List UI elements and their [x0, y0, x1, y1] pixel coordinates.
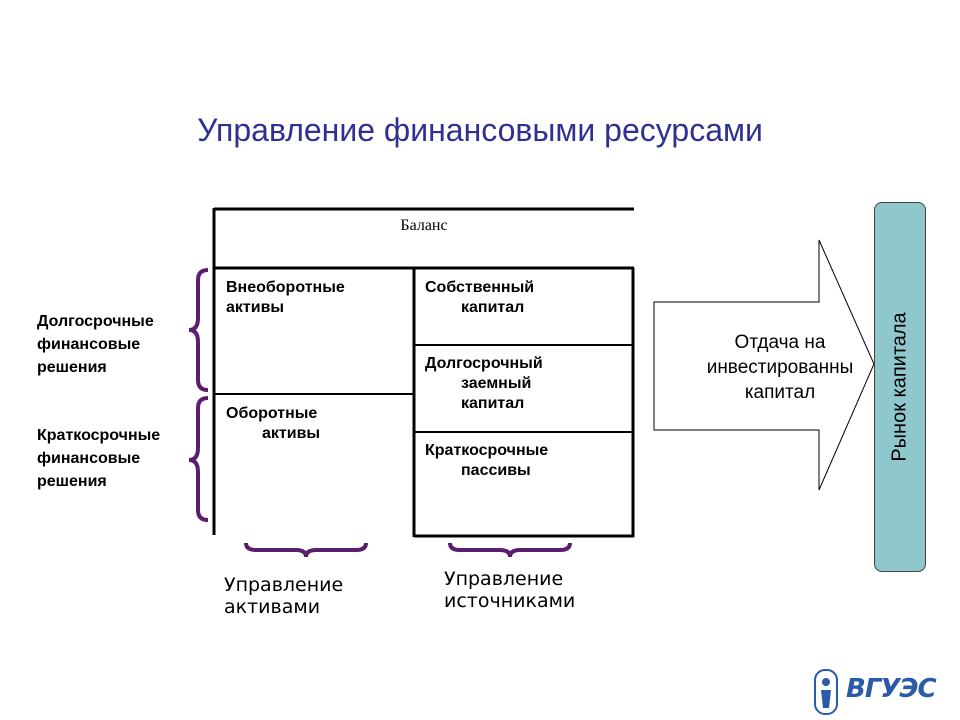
long-term-debt-line3: капитал — [461, 395, 525, 412]
arrow-text-line2: инвестированны — [706, 357, 854, 378]
page-title: Управление финансовыми ресурсами — [197, 112, 763, 148]
short-term-line1: Краткосрочные — [37, 427, 161, 444]
assets-management-line1: Управление — [224, 574, 344, 596]
short-term-liabilities-cell: Краткосрочные пассивы — [425, 441, 548, 481]
non-current-assets-cell: Внеоборотные активы — [226, 278, 345, 318]
long-term-line1: Долгосрочные — [37, 313, 154, 330]
short-term-liabilities-line1: Краткосрочные — [425, 442, 549, 459]
capital-market-label: Рынок капитала — [888, 312, 911, 462]
equity-line2: капитал — [461, 299, 525, 316]
current-assets-line1: Оборотные — [226, 405, 318, 422]
short-term-line3: решения — [37, 473, 107, 490]
short-term-brace — [188, 396, 209, 522]
long-term-line2: финансовые — [37, 336, 141, 353]
return-arrow — [653, 239, 875, 491]
equity-cell: Собственный капитал — [425, 278, 534, 318]
sources-brace — [448, 542, 572, 558]
current-assets-cell: Оборотные активы — [226, 404, 320, 444]
sources-management-line2: источниками — [444, 590, 576, 612]
short-term-decisions-label: Краткосрочные финансовые решения — [37, 424, 160, 493]
capital-market-box: Рынок капитала — [874, 202, 926, 572]
short-term-line2: финансовые — [37, 450, 141, 467]
long-term-debt-line1: Долгосрочный — [425, 355, 543, 372]
long-term-line3: решения — [37, 359, 107, 376]
arrow-text-line1: Отдача на — [734, 332, 826, 353]
current-assets-line2: активы — [262, 425, 321, 442]
arrow-text: Отдача на инвестированны капитал — [660, 330, 900, 405]
equity-line1: Собственный — [425, 279, 535, 296]
sources-management-line1: Управление — [444, 568, 564, 590]
logo-text: ВГУЭС — [846, 674, 937, 704]
assets-management-label: Управление активами — [224, 574, 343, 618]
long-term-decisions-label: Долгосрочные финансовые решения — [37, 310, 154, 379]
logo-emblem-icon — [814, 669, 838, 715]
long-term-brace — [188, 268, 209, 392]
non-current-assets-line2: активы — [226, 299, 285, 316]
non-current-assets-line1: Внеоборотные — [226, 279, 345, 296]
sources-management-label: Управление источниками — [444, 568, 575, 612]
balance-header: Баланс — [400, 217, 448, 234]
assets-management-line2: активами — [224, 596, 321, 618]
assets-brace — [244, 542, 368, 558]
long-term-debt-cell: Долгосрочный заемный капитал — [425, 354, 543, 414]
arrow-text-line3: капитал — [744, 382, 816, 403]
short-term-liabilities-line2: пассивы — [461, 462, 531, 479]
long-term-debt-line2: заемный — [461, 375, 532, 392]
